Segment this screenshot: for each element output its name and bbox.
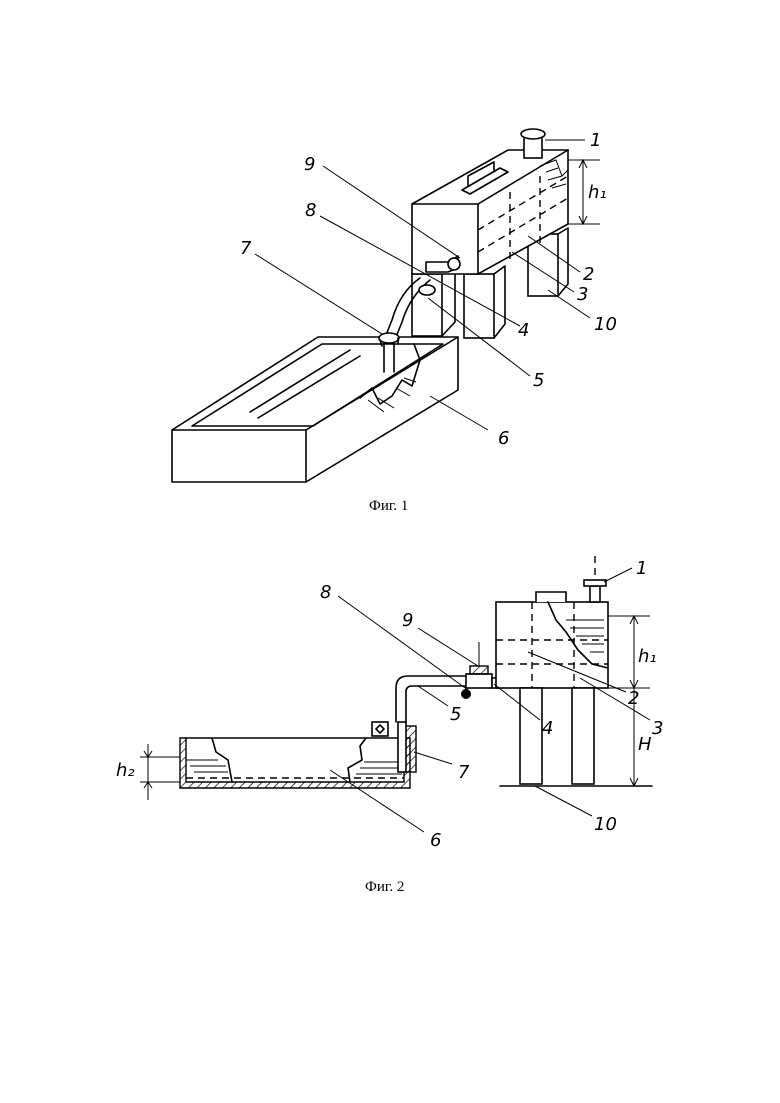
label-h1: h₁ — [588, 182, 607, 203]
label-h1-fig2: h₁ — [638, 646, 657, 667]
label-10-fig2: 10 — [594, 814, 617, 835]
label-8: 8 — [305, 200, 316, 221]
label-6: 6 — [498, 428, 509, 449]
figure-2: h₂ — [116, 556, 663, 895]
dimension-h2: h₂ — [116, 744, 180, 800]
label-H: H — [638, 734, 652, 755]
trough-6-section — [180, 722, 416, 788]
label-2: 2 — [583, 264, 594, 285]
trough-6 — [172, 337, 458, 482]
caption-fig1: Фиг. 1 — [369, 498, 408, 514]
label-4: 4 — [518, 320, 529, 341]
label-9: 9 — [304, 154, 315, 175]
label-1-fig2: 1 — [636, 558, 647, 579]
leaders-fig2: 1 2 3 10 8 9 4 5 7 6 — [320, 558, 663, 851]
label-4-fig2: 4 — [542, 718, 553, 739]
label-1: 1 — [590, 130, 601, 151]
dimension-h1-fig1: h₁ — [568, 160, 607, 224]
label-6-fig2: 6 — [430, 830, 441, 851]
label-9-fig2: 9 — [402, 610, 413, 631]
valve-assembly — [461, 642, 498, 699]
label-7-fig2: 7 — [458, 762, 470, 783]
figure-1: h₁ 1 2 3 10 9 8 7 5 4 6 Фиг. 1 — [172, 129, 617, 514]
caption-fig2: Фиг. 2 — [365, 879, 404, 895]
label-8-fig2: 8 — [320, 582, 331, 603]
label-3: 3 — [577, 284, 588, 305]
label-10: 10 — [594, 314, 617, 335]
label-5-fig2: 5 — [450, 704, 461, 725]
label-2-fig2: 2 — [628, 688, 639, 709]
label-5: 5 — [533, 370, 544, 391]
label-7: 7 — [240, 238, 252, 259]
label-h2: h₂ — [116, 760, 135, 781]
label-3-fig2: 3 — [652, 718, 663, 739]
